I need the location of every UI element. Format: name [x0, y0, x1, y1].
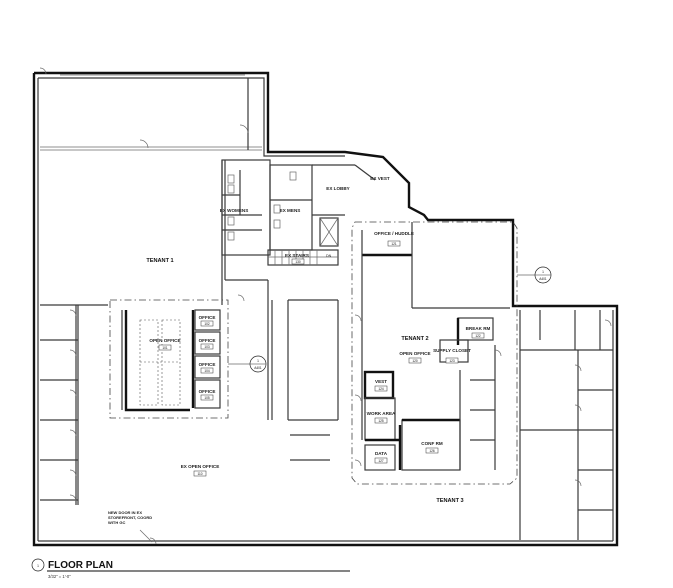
tag-103: 103: [204, 345, 210, 349]
door-swings: [39, 67, 612, 545]
label-tenant-1: TENANT 1: [146, 258, 173, 264]
label-ex-womens: EX WOMENS: [220, 208, 249, 213]
restroom-core: [221, 159, 376, 266]
label-vest: VEST: [375, 379, 387, 384]
tenant-3-walls: [519, 310, 613, 540]
room-number-tags: 101 102 103 104 105 110 120 121 122 123 …: [158, 240, 485, 477]
label-ex-mens: EX MENS: [280, 208, 301, 213]
tag-125: 125: [378, 419, 384, 423]
tag-130: 130: [295, 260, 301, 264]
label-ex-stairs: EX STAIRS: [285, 253, 309, 258]
label-ex-open-office: EX OPEN OFFICE: [181, 464, 220, 469]
tag-127: 127: [378, 459, 384, 463]
tag-122: 122: [475, 334, 481, 338]
tag-104: 104: [204, 369, 210, 373]
label-office-d: OFFICE: [199, 389, 216, 394]
new-door-note: NEW DOOR IN EX STOREFRONT, COORD WITH GC: [108, 510, 153, 525]
tenant-labels: TENANT 1 TENANT 2 TENANT 3: [146, 258, 463, 504]
section-marker-1-num: 1: [257, 359, 259, 363]
drawing-scale: 3/32" = 1'-0": [48, 574, 71, 579]
label-data: DATA: [375, 451, 388, 456]
tag-126: 126: [429, 449, 435, 453]
label-office-a: OFFICE: [199, 315, 216, 320]
tag-120: 120: [412, 359, 418, 363]
door-note: NEW DOOR IN EX STOREFRONT, COORD WITH GC: [108, 510, 153, 543]
tag-101: 101: [162, 346, 168, 350]
exterior-walls: [32, 71, 619, 547]
label-open-office-t2: OPEN OFFICE: [399, 351, 430, 356]
section-marker-2: 1 A401: [517, 266, 552, 284]
label-office-c: OFFICE: [199, 362, 216, 367]
label-break-rm: BREAK RM: [466, 326, 491, 331]
room-labels: EX WOMENS EX MENS EX LOBBY EX VEST EX ST…: [149, 176, 490, 469]
section-marker-1-sheet: A401: [254, 366, 262, 370]
label-ex-vest: EX VEST: [370, 176, 390, 181]
tag-110: 110: [197, 472, 202, 476]
section-marker-1: 1 A401: [228, 355, 267, 373]
label-office-huddle: OFFICE / HUDDLE: [374, 231, 414, 236]
label-conf-rm: CONF RM: [421, 441, 443, 446]
label-open-office-t1: OPEN OFFICE: [149, 338, 180, 343]
tag-102: 102: [204, 322, 210, 326]
tag-124: 124: [378, 387, 384, 391]
title-marker-num: 1: [37, 564, 39, 568]
tenant-1-walls: [40, 78, 339, 505]
drawing-title-block: 1 FLOOR PLAN 3/32" = 1'-0": [31, 558, 350, 579]
label-supply-closet: SUPPLY CLOSET: [433, 348, 471, 353]
tenant-2-suite: [351, 221, 518, 485]
tag-105: 105: [204, 396, 210, 400]
section-marker-2-num: 1: [542, 270, 544, 274]
tenant-1-suite: [109, 299, 229, 419]
label-tenant-2: TENANT 2: [401, 336, 428, 342]
tag-123: 123: [449, 359, 455, 363]
tag-121: 121: [391, 242, 397, 246]
label-tenant-3: TENANT 3: [436, 498, 463, 504]
section-marker-2-sheet: A401: [539, 277, 547, 281]
label-work-area: WORK AREA: [367, 411, 396, 416]
drawing-title: FLOOR PLAN: [48, 560, 113, 571]
label-ex-lobby: EX LOBBY: [326, 186, 349, 191]
label-dn: DN: [326, 254, 332, 258]
label-office-b: OFFICE: [199, 338, 216, 343]
